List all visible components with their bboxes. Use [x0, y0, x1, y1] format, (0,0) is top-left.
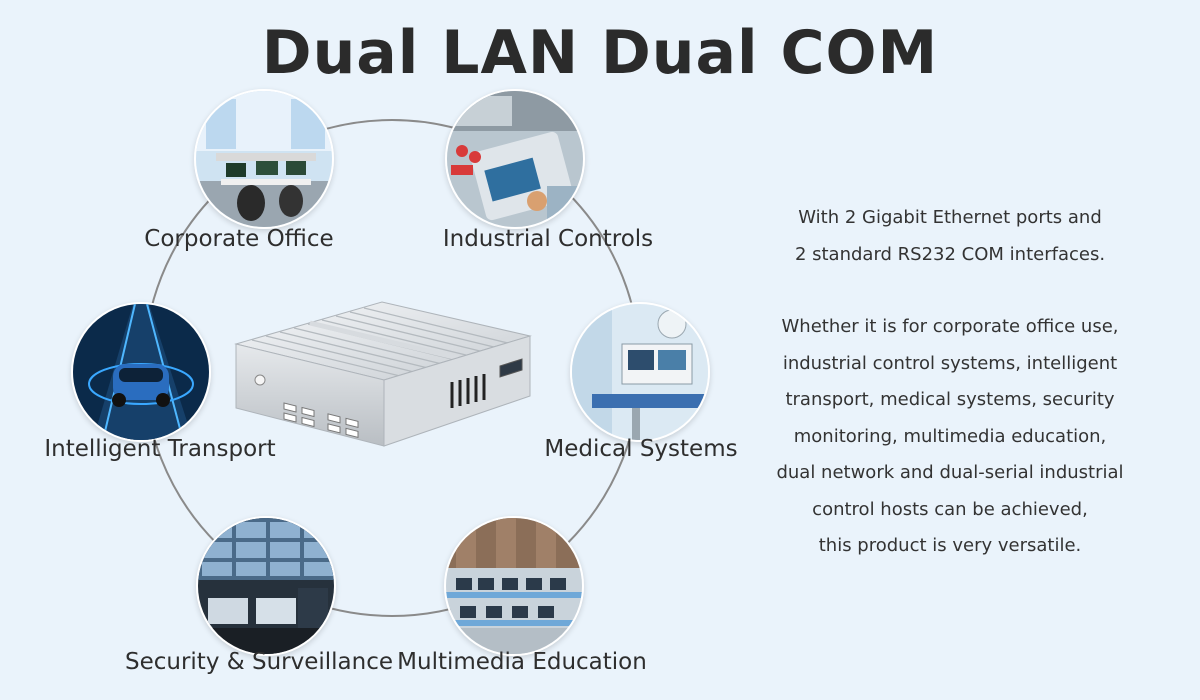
body-line: dual network and dual-serial industrial [776, 462, 1124, 483]
monitoring-room-photo [196, 516, 336, 656]
intro-line: With 2 Gigabit Ethernet ports and [798, 207, 1102, 228]
body-line: Whether it is for corporate office use, [781, 316, 1119, 337]
caption-multimedia-education: Multimedia Education [397, 649, 647, 675]
caption-medical-systems: Medical Systems [544, 436, 738, 462]
office-photo [194, 89, 334, 229]
medical-equipment-photo [570, 302, 710, 442]
smart-car-photo [71, 302, 211, 442]
body-line: control hosts can be achieved, [812, 498, 1088, 520]
caption-corporate-office: Corporate Office [144, 226, 334, 252]
body-line: monitoring, multimedia education, [793, 425, 1107, 447]
intro-line: 2 standard RS232 COM interfaces. [794, 243, 1106, 265]
body-line: transport, medical systems, security [785, 389, 1115, 410]
body-line: industrial control systems, intelligent [782, 352, 1118, 374]
computer-classroom-photo [444, 516, 584, 656]
body-line: this product is very versatile. [818, 535, 1082, 556]
caption-intelligent-transport: Intelligent Transport [44, 436, 276, 462]
control-panel-photo [445, 89, 585, 229]
intro-text: With 2 Gigabit Ethernet ports and 2 stan… [760, 200, 1140, 273]
page-title: Dual LAN Dual COM [261, 18, 939, 88]
mini-pc-product-image [232, 300, 532, 454]
caption-security-surveillance: Security & Surveillance [124, 649, 394, 675]
body-text: Whether it is for corporate office use, … [760, 309, 1140, 565]
caption-industrial-controls: Industrial Controls [442, 226, 654, 252]
